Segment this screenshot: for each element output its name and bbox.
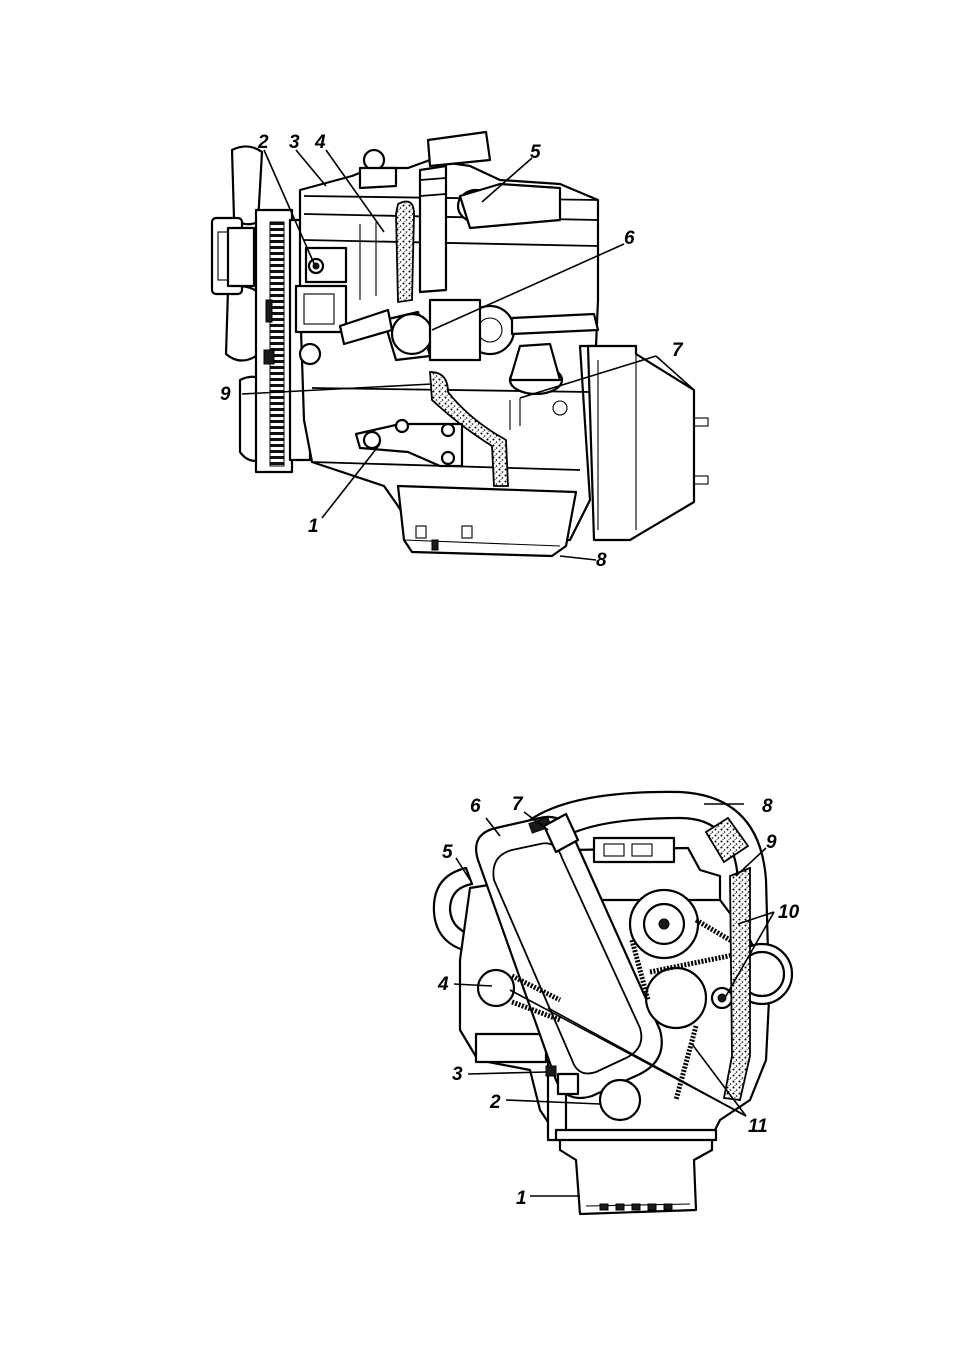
callout-top-5: 5 [530,142,541,163]
callout-top-7: 7 [672,340,684,361]
engine-side-view: 2 3 4 5 6 7 9 1 8 [212,132,708,571]
callout-bot-1: 1 [516,1188,527,1209]
callout-bot-6: 6 [470,796,481,817]
callout-bot-11: 11 [748,1116,768,1137]
oil-pan [556,1130,716,1214]
callout-top-6: 6 [624,228,635,249]
callout-bot-10: 10 [778,902,800,923]
callout-top-3: 3 [289,132,300,153]
callout-top-9: 9 [220,384,231,405]
callout-top-4: 4 [314,132,326,153]
callout-bot-5: 5 [442,842,453,863]
callout-bot-7: 7 [512,794,524,815]
callout-bot-8: 8 [762,796,773,817]
bellhousing [588,346,708,540]
callout-bot-4: 4 [437,974,449,995]
callout-top-1: 1 [308,516,319,537]
callout-top-2: 2 [257,132,269,153]
engine-front-view: 6 7 8 5 9 10 4 3 2 11 1 [434,792,800,1214]
callout-bot-9: 9 [766,832,777,853]
callout-top-8: 8 [596,550,607,571]
callout-bot-2: 2 [489,1092,501,1113]
callout-bot-3: 3 [452,1064,463,1085]
coolant-hose [396,202,414,302]
